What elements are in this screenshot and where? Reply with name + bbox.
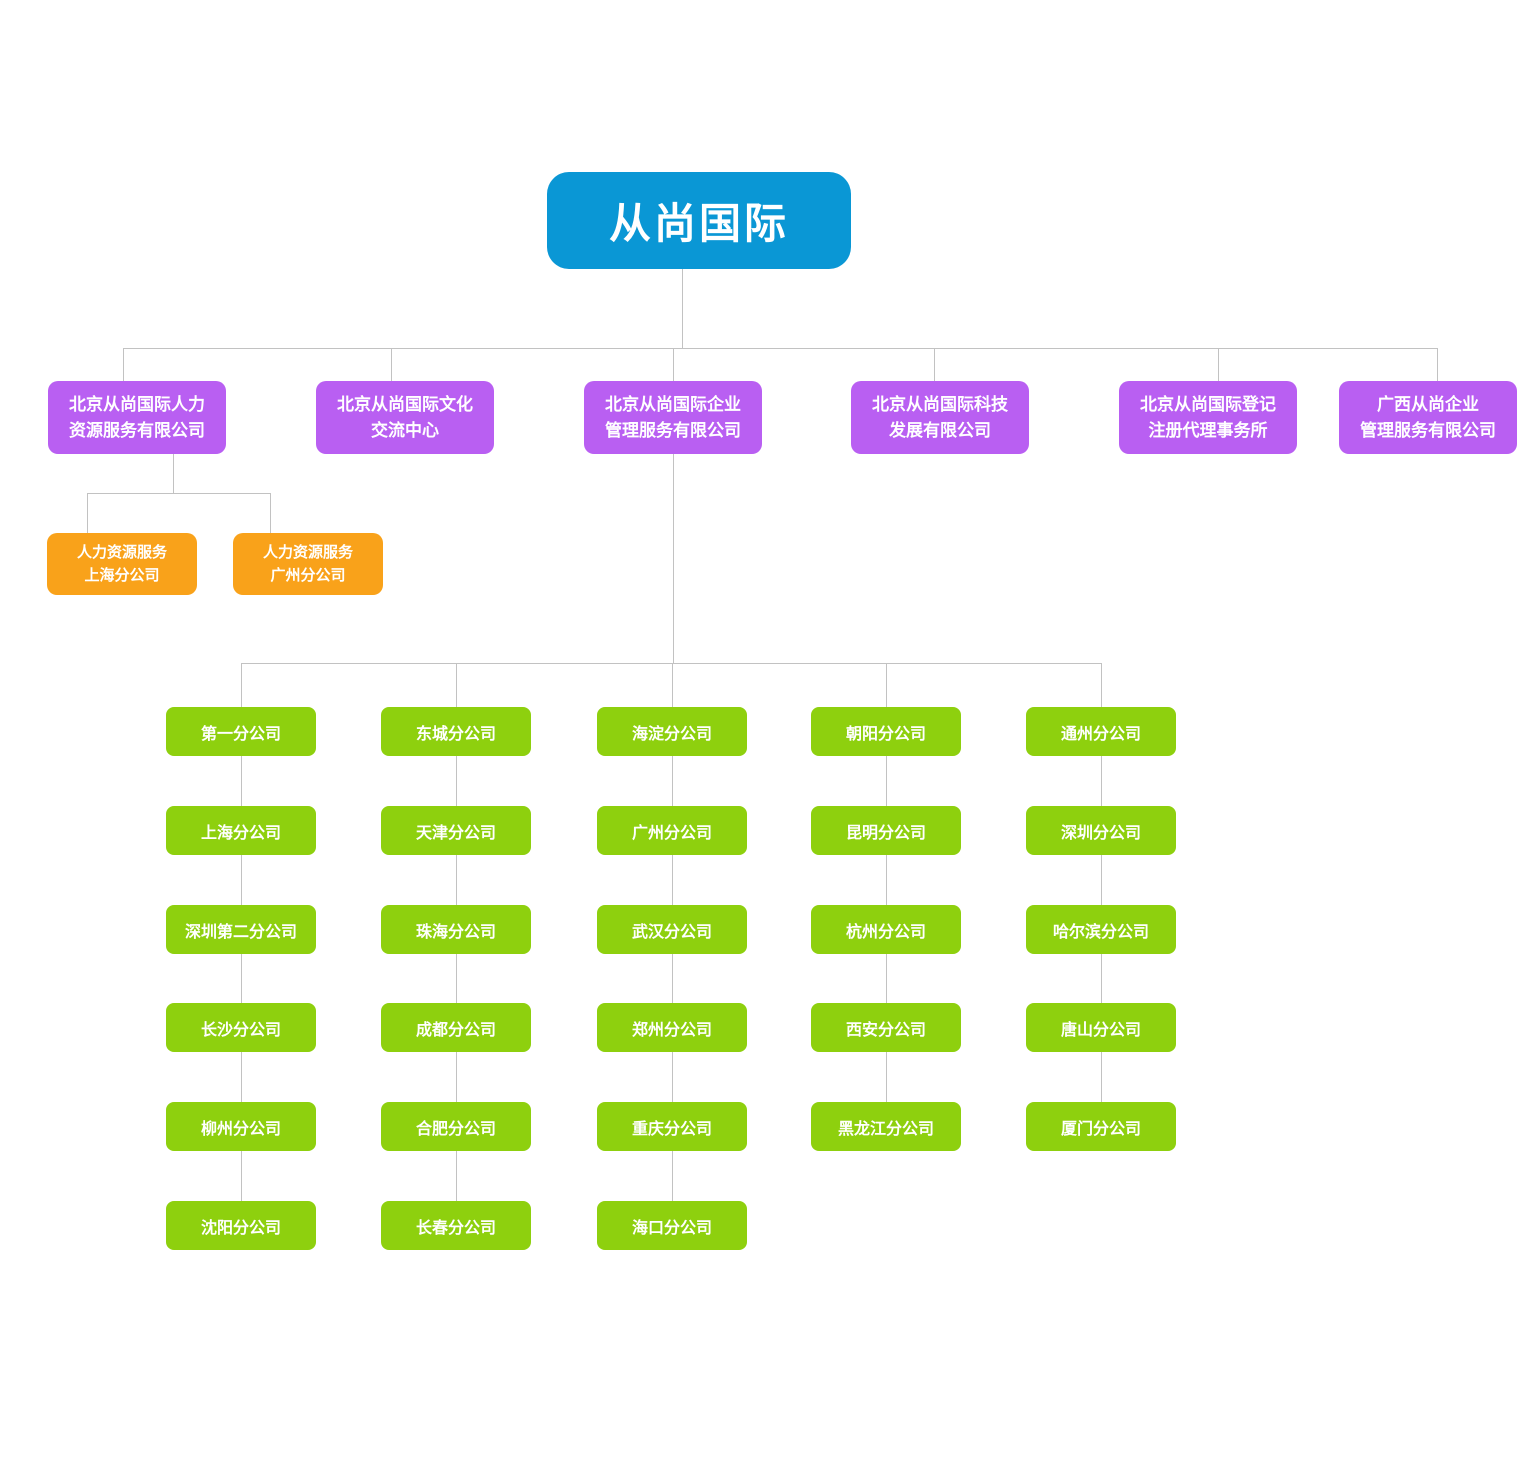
subsidiary-node: 北京从尚国际登记 注册代理事务所 — [1119, 381, 1297, 454]
hr-branch-node: 人力资源服务 广州分公司 — [233, 533, 383, 595]
branch-node: 厦门分公司 — [1026, 1102, 1176, 1151]
connector-line — [456, 954, 457, 1003]
connector-line — [1101, 855, 1102, 905]
branch-node: 深圳分公司 — [1026, 806, 1176, 855]
branch-node: 长沙分公司 — [166, 1003, 316, 1052]
connector-line — [1101, 663, 1102, 708]
connector-line — [886, 855, 887, 905]
connector-line — [241, 855, 242, 905]
connector-line — [241, 663, 242, 708]
connector-line — [1101, 756, 1102, 806]
connector-line — [241, 1052, 242, 1102]
connector-line — [456, 1052, 457, 1102]
connector-line — [270, 493, 271, 534]
connector-line — [87, 493, 271, 494]
connector-line — [672, 1151, 673, 1201]
branch-node: 上海分公司 — [166, 806, 316, 855]
subsidiary-node: 北京从尚国际科技 发展有限公司 — [851, 381, 1029, 454]
connector-line — [886, 663, 887, 708]
connector-line — [886, 954, 887, 1003]
branch-node: 第一分公司 — [166, 707, 316, 756]
connector-line — [934, 348, 935, 382]
connector-line — [173, 454, 174, 494]
connector-line — [456, 663, 457, 708]
connector-line — [123, 348, 124, 382]
org-root-node: 从尚国际 — [547, 172, 851, 269]
subsidiary-node: 北京从尚国际人力 资源服务有限公司 — [48, 381, 226, 454]
connector-line — [391, 348, 392, 382]
connector-line — [672, 954, 673, 1003]
branch-node: 沈阳分公司 — [166, 1201, 316, 1250]
connector-line — [123, 348, 1438, 349]
branch-node: 珠海分公司 — [381, 905, 531, 954]
subsidiary-node: 广西从尚企业 管理服务有限公司 — [1339, 381, 1517, 454]
branch-node: 郑州分公司 — [597, 1003, 747, 1052]
connector-line — [672, 855, 673, 905]
branch-node: 黑龙江分公司 — [811, 1102, 961, 1151]
connector-line — [241, 1151, 242, 1201]
connector-line — [682, 269, 683, 349]
branch-node: 天津分公司 — [381, 806, 531, 855]
connector-line — [673, 348, 674, 382]
branch-node: 西安分公司 — [811, 1003, 961, 1052]
connector-line — [241, 954, 242, 1003]
connector-line — [1218, 348, 1219, 382]
connector-line — [1437, 348, 1438, 382]
connector-line — [241, 663, 1102, 664]
connector-line — [673, 454, 674, 664]
branch-node: 唐山分公司 — [1026, 1003, 1176, 1052]
connector-line — [1101, 1052, 1102, 1102]
branch-node: 武汉分公司 — [597, 905, 747, 954]
branch-node: 深圳第二分公司 — [166, 905, 316, 954]
connector-line — [886, 1052, 887, 1102]
branch-node: 重庆分公司 — [597, 1102, 747, 1151]
subsidiary-node: 北京从尚国际企业 管理服务有限公司 — [584, 381, 762, 454]
connector-line — [456, 855, 457, 905]
branch-node: 柳州分公司 — [166, 1102, 316, 1151]
branch-node: 广州分公司 — [597, 806, 747, 855]
branch-node: 海淀分公司 — [597, 707, 747, 756]
connector-line — [456, 1151, 457, 1201]
connector-line — [87, 493, 88, 534]
connector-line — [672, 1052, 673, 1102]
connector-line — [456, 756, 457, 806]
connector-line — [672, 663, 673, 708]
branch-node: 通州分公司 — [1026, 707, 1176, 756]
connector-line — [241, 756, 242, 806]
branch-node: 海口分公司 — [597, 1201, 747, 1250]
branch-node: 朝阳分公司 — [811, 707, 961, 756]
branch-node: 杭州分公司 — [811, 905, 961, 954]
branch-node: 合肥分公司 — [381, 1102, 531, 1151]
branch-node: 昆明分公司 — [811, 806, 961, 855]
connector-line — [672, 756, 673, 806]
branch-node: 长春分公司 — [381, 1201, 531, 1250]
connector-line — [886, 756, 887, 806]
branch-node: 东城分公司 — [381, 707, 531, 756]
hr-branch-node: 人力资源服务 上海分公司 — [47, 533, 197, 595]
subsidiary-node: 北京从尚国际文化 交流中心 — [316, 381, 494, 454]
connector-line — [1101, 954, 1102, 1003]
branch-node: 哈尔滨分公司 — [1026, 905, 1176, 954]
branch-node: 成都分公司 — [381, 1003, 531, 1052]
